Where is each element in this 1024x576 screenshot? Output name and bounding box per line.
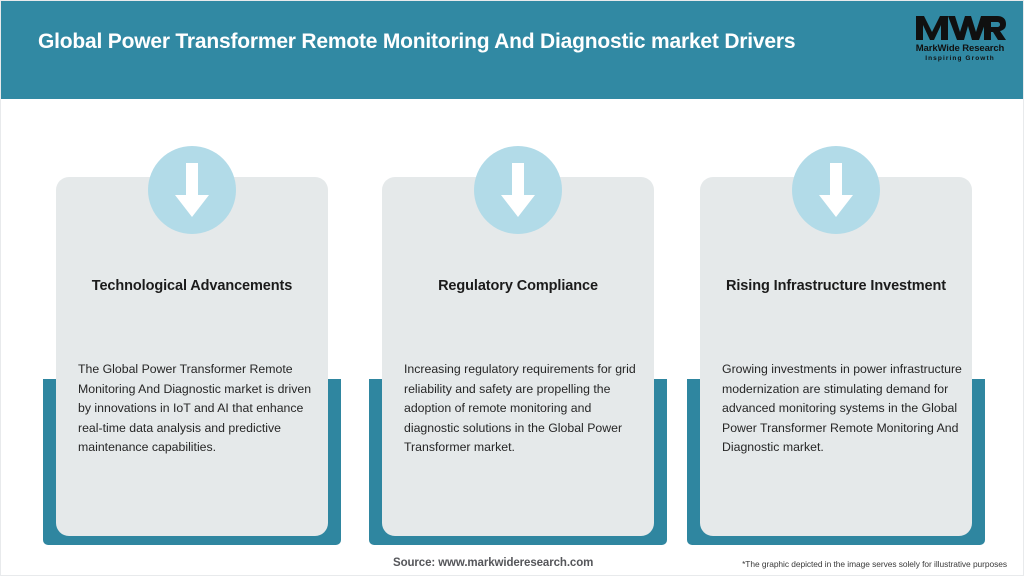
logo-tagline: Inspiring Growth: [925, 55, 995, 62]
mwr-logo-icon: [916, 16, 1006, 40]
card-description: Increasing regulatory requirements for g…: [404, 362, 636, 455]
card-description: Growing investments in power infrastruct…: [722, 362, 962, 455]
drivers-card-grid: Technological Advancements The Global Po…: [1, 99, 1023, 575]
card-panel: Regulatory Compliance Increasing regulat…: [382, 177, 654, 536]
disclaimer-note: *The graphic depicted in the image serve…: [742, 559, 1007, 569]
driver-card-3[interactable]: Rising Infrastructure Investment Growing…: [687, 146, 985, 546]
card-heading: Technological Advancements: [91, 278, 293, 294]
card-heading: Rising Infrastructure Investment: [726, 278, 946, 294]
down-arrow-icon: [792, 146, 880, 234]
card-panel: Rising Infrastructure Investment Growing…: [700, 177, 972, 536]
card-heading: Regulatory Compliance: [438, 278, 598, 294]
header-bar: Global Power Transformer Remote Monitori…: [1, 1, 1023, 99]
down-arrow-icon: [474, 146, 562, 234]
driver-card-2[interactable]: Regulatory Compliance Increasing regulat…: [369, 146, 667, 546]
card-panel: Technological Advancements The Global Po…: [56, 177, 328, 536]
source-label: Source: www.markwideresearch.com: [393, 557, 594, 569]
card-description: The Global Power Transformer Remote Moni…: [78, 362, 312, 455]
down-arrow-icon: [148, 146, 236, 234]
logo-company-name: MarkWide Research: [915, 43, 1005, 54]
driver-card-1[interactable]: Technological Advancements The Global Po…: [43, 146, 341, 546]
brand-logo: MarkWide Research Inspiring Growth: [908, 13, 1012, 65]
page-title: Global Power Transformer Remote Monitori…: [38, 30, 796, 53]
